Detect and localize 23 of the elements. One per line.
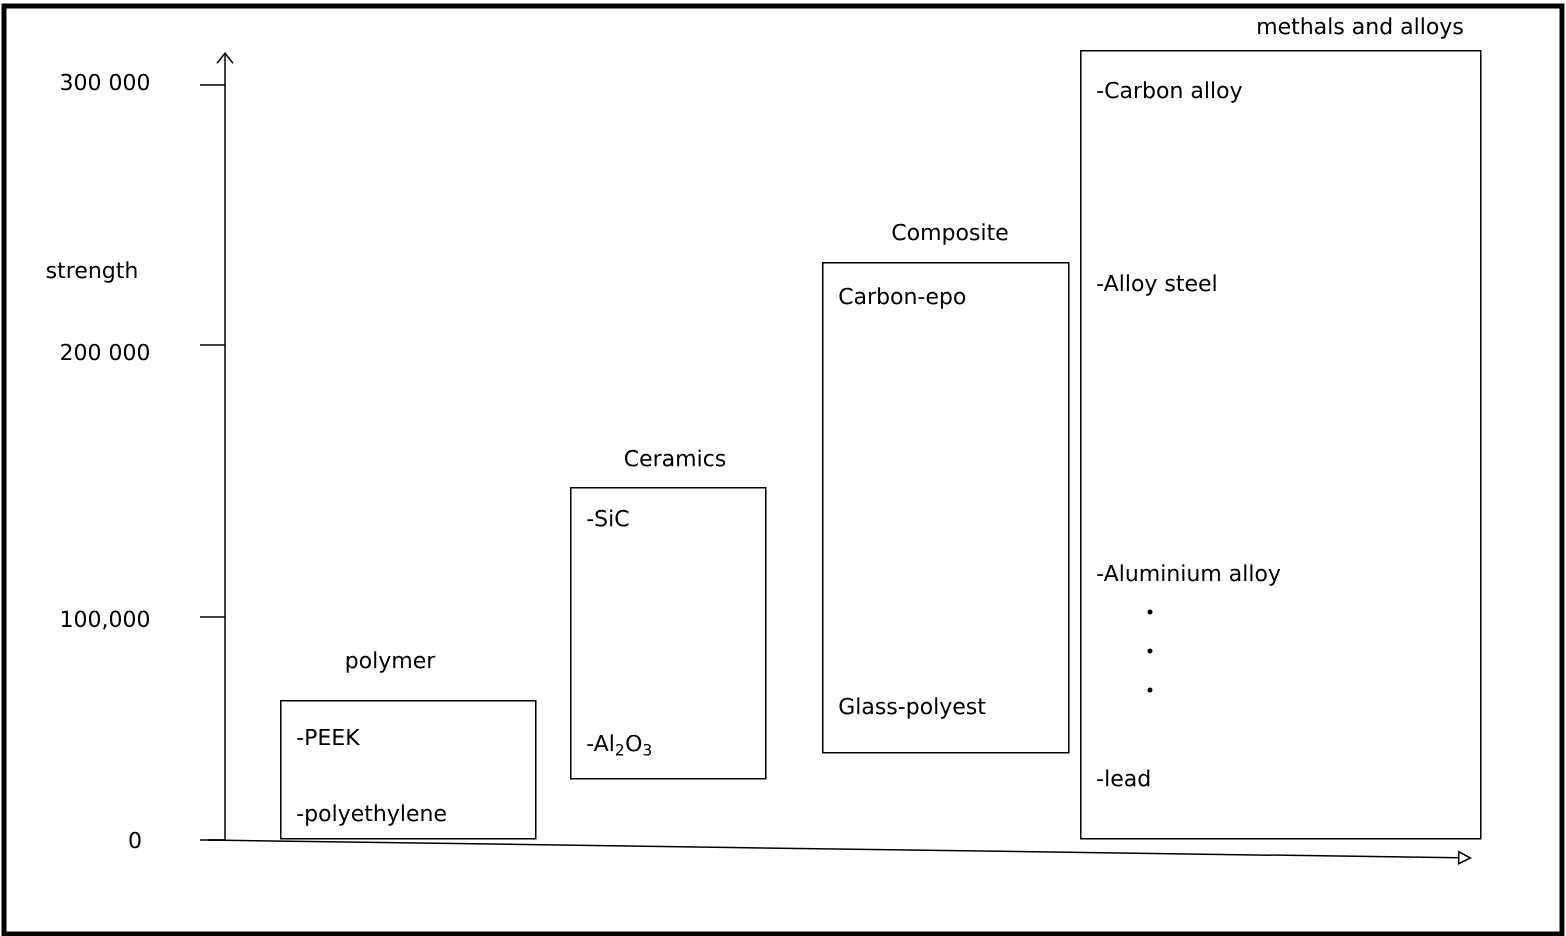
material-label: -polyethylene — [297, 804, 446, 826]
material-label: -SiC — [587, 509, 629, 527]
tick-label: 200 000 — [61, 343, 149, 361]
category-heading: polymer — [346, 651, 436, 673]
material-label: -lead — [1097, 769, 1150, 787]
category-box — [280, 651, 537, 840]
material-label: Carbon-epo — [839, 287, 966, 309]
material-label: -PEEK — [297, 728, 361, 745]
category-heading: Composite — [892, 223, 1008, 245]
tick-label: 0 — [129, 831, 141, 849]
category-heading: methals and alloys — [1258, 17, 1463, 39]
category-box — [570, 449, 767, 780]
material-label: Glass-polyest — [839, 697, 986, 719]
material-label: -Alloy steel — [1097, 274, 1216, 296]
axis-title: strength — [46, 261, 137, 283]
material-label: -Al$_{2}$O$_{3}$ — [587, 734, 651, 756]
material-label: -Aluminium alloy — [1097, 564, 1281, 586]
category-box — [1080, 17, 1482, 840]
category-heading: Ceramics — [625, 449, 726, 467]
tick-label: 100,000 — [61, 610, 149, 630]
category-box — [822, 223, 1070, 754]
tick-label: 300 000 — [61, 73, 149, 91]
material-label: -Carbon alloy — [1097, 81, 1242, 103]
